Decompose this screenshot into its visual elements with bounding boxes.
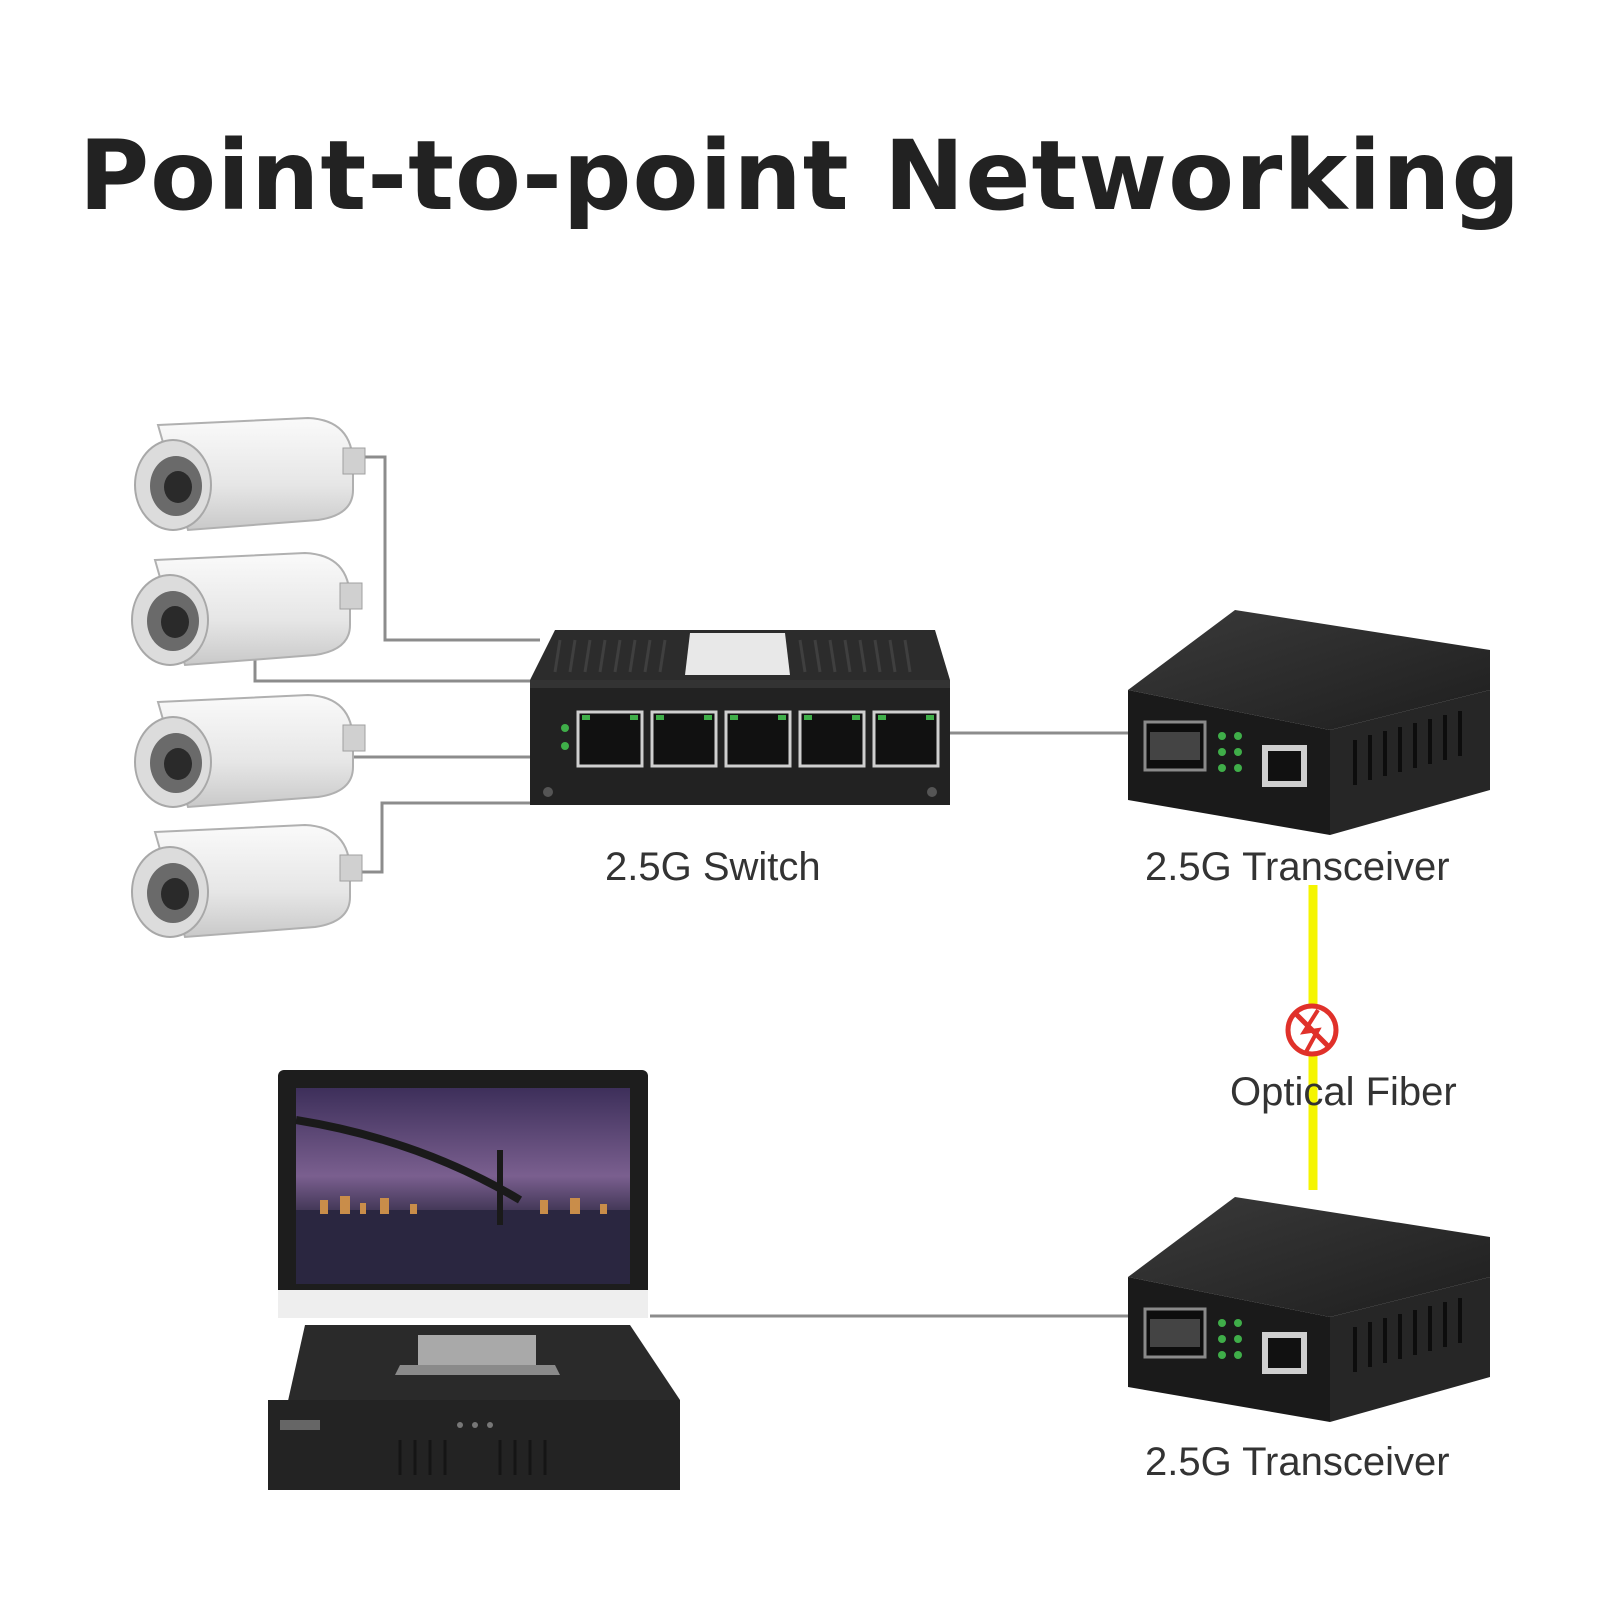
transceiver-bottom-label: 2.5G Transceiver [1145,1440,1450,1484]
nvr-monitor-device [268,1070,680,1490]
switch-ports [576,710,940,768]
transceiver-top-device [1128,610,1490,835]
switch-label: 2.5G Switch [605,845,821,889]
transceiver-top-label: 2.5G Transceiver [1145,845,1450,889]
camera-3 [134,693,366,809]
cable-camera-1 [355,455,540,642]
no-electricity-icon [1285,1003,1339,1057]
camera-4 [131,823,363,939]
camera-1 [134,416,366,532]
optical-fiber-label: Optical Fiber [1230,1070,1457,1114]
switch-device [530,630,950,805]
cable-camera-4 [350,801,530,874]
camera-2 [131,551,363,667]
transceiver-bottom-device [1128,1197,1490,1422]
page-title: Point-to-point Networking [78,120,1522,232]
